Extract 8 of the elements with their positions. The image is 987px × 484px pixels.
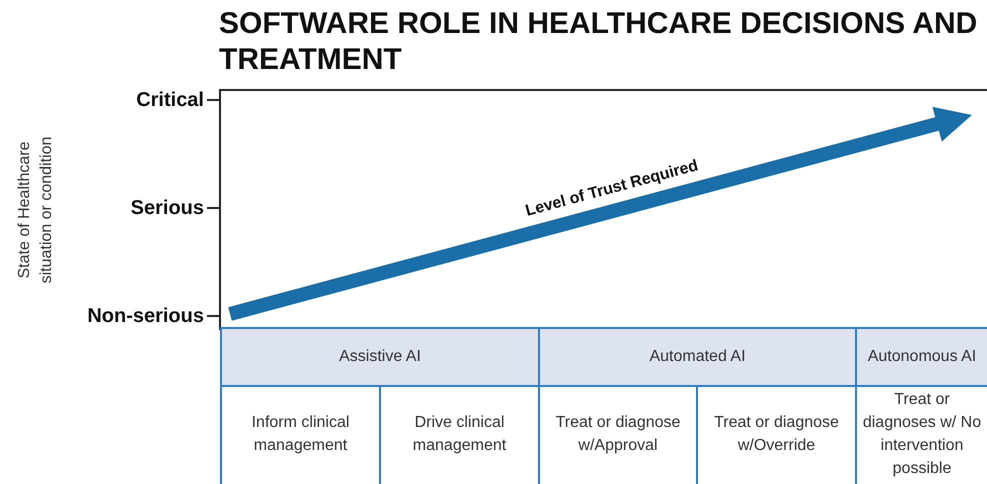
title: SOFTWARE ROLE IN HEALTHCARE DECISIONS AND TREATMENT	[219, 6, 978, 78]
header-cell: Autonomous AI	[855, 327, 987, 387]
axis-title: State of Healthcare situation or condition	[15, 136, 56, 286]
tick-label: Non-serious	[87, 304, 204, 329]
header-cell: Automated AI	[538, 327, 857, 387]
tick-label: Serious	[130, 196, 204, 221]
tick-label: Critical	[136, 88, 204, 113]
header-cell: Assistive AI	[220, 327, 540, 387]
